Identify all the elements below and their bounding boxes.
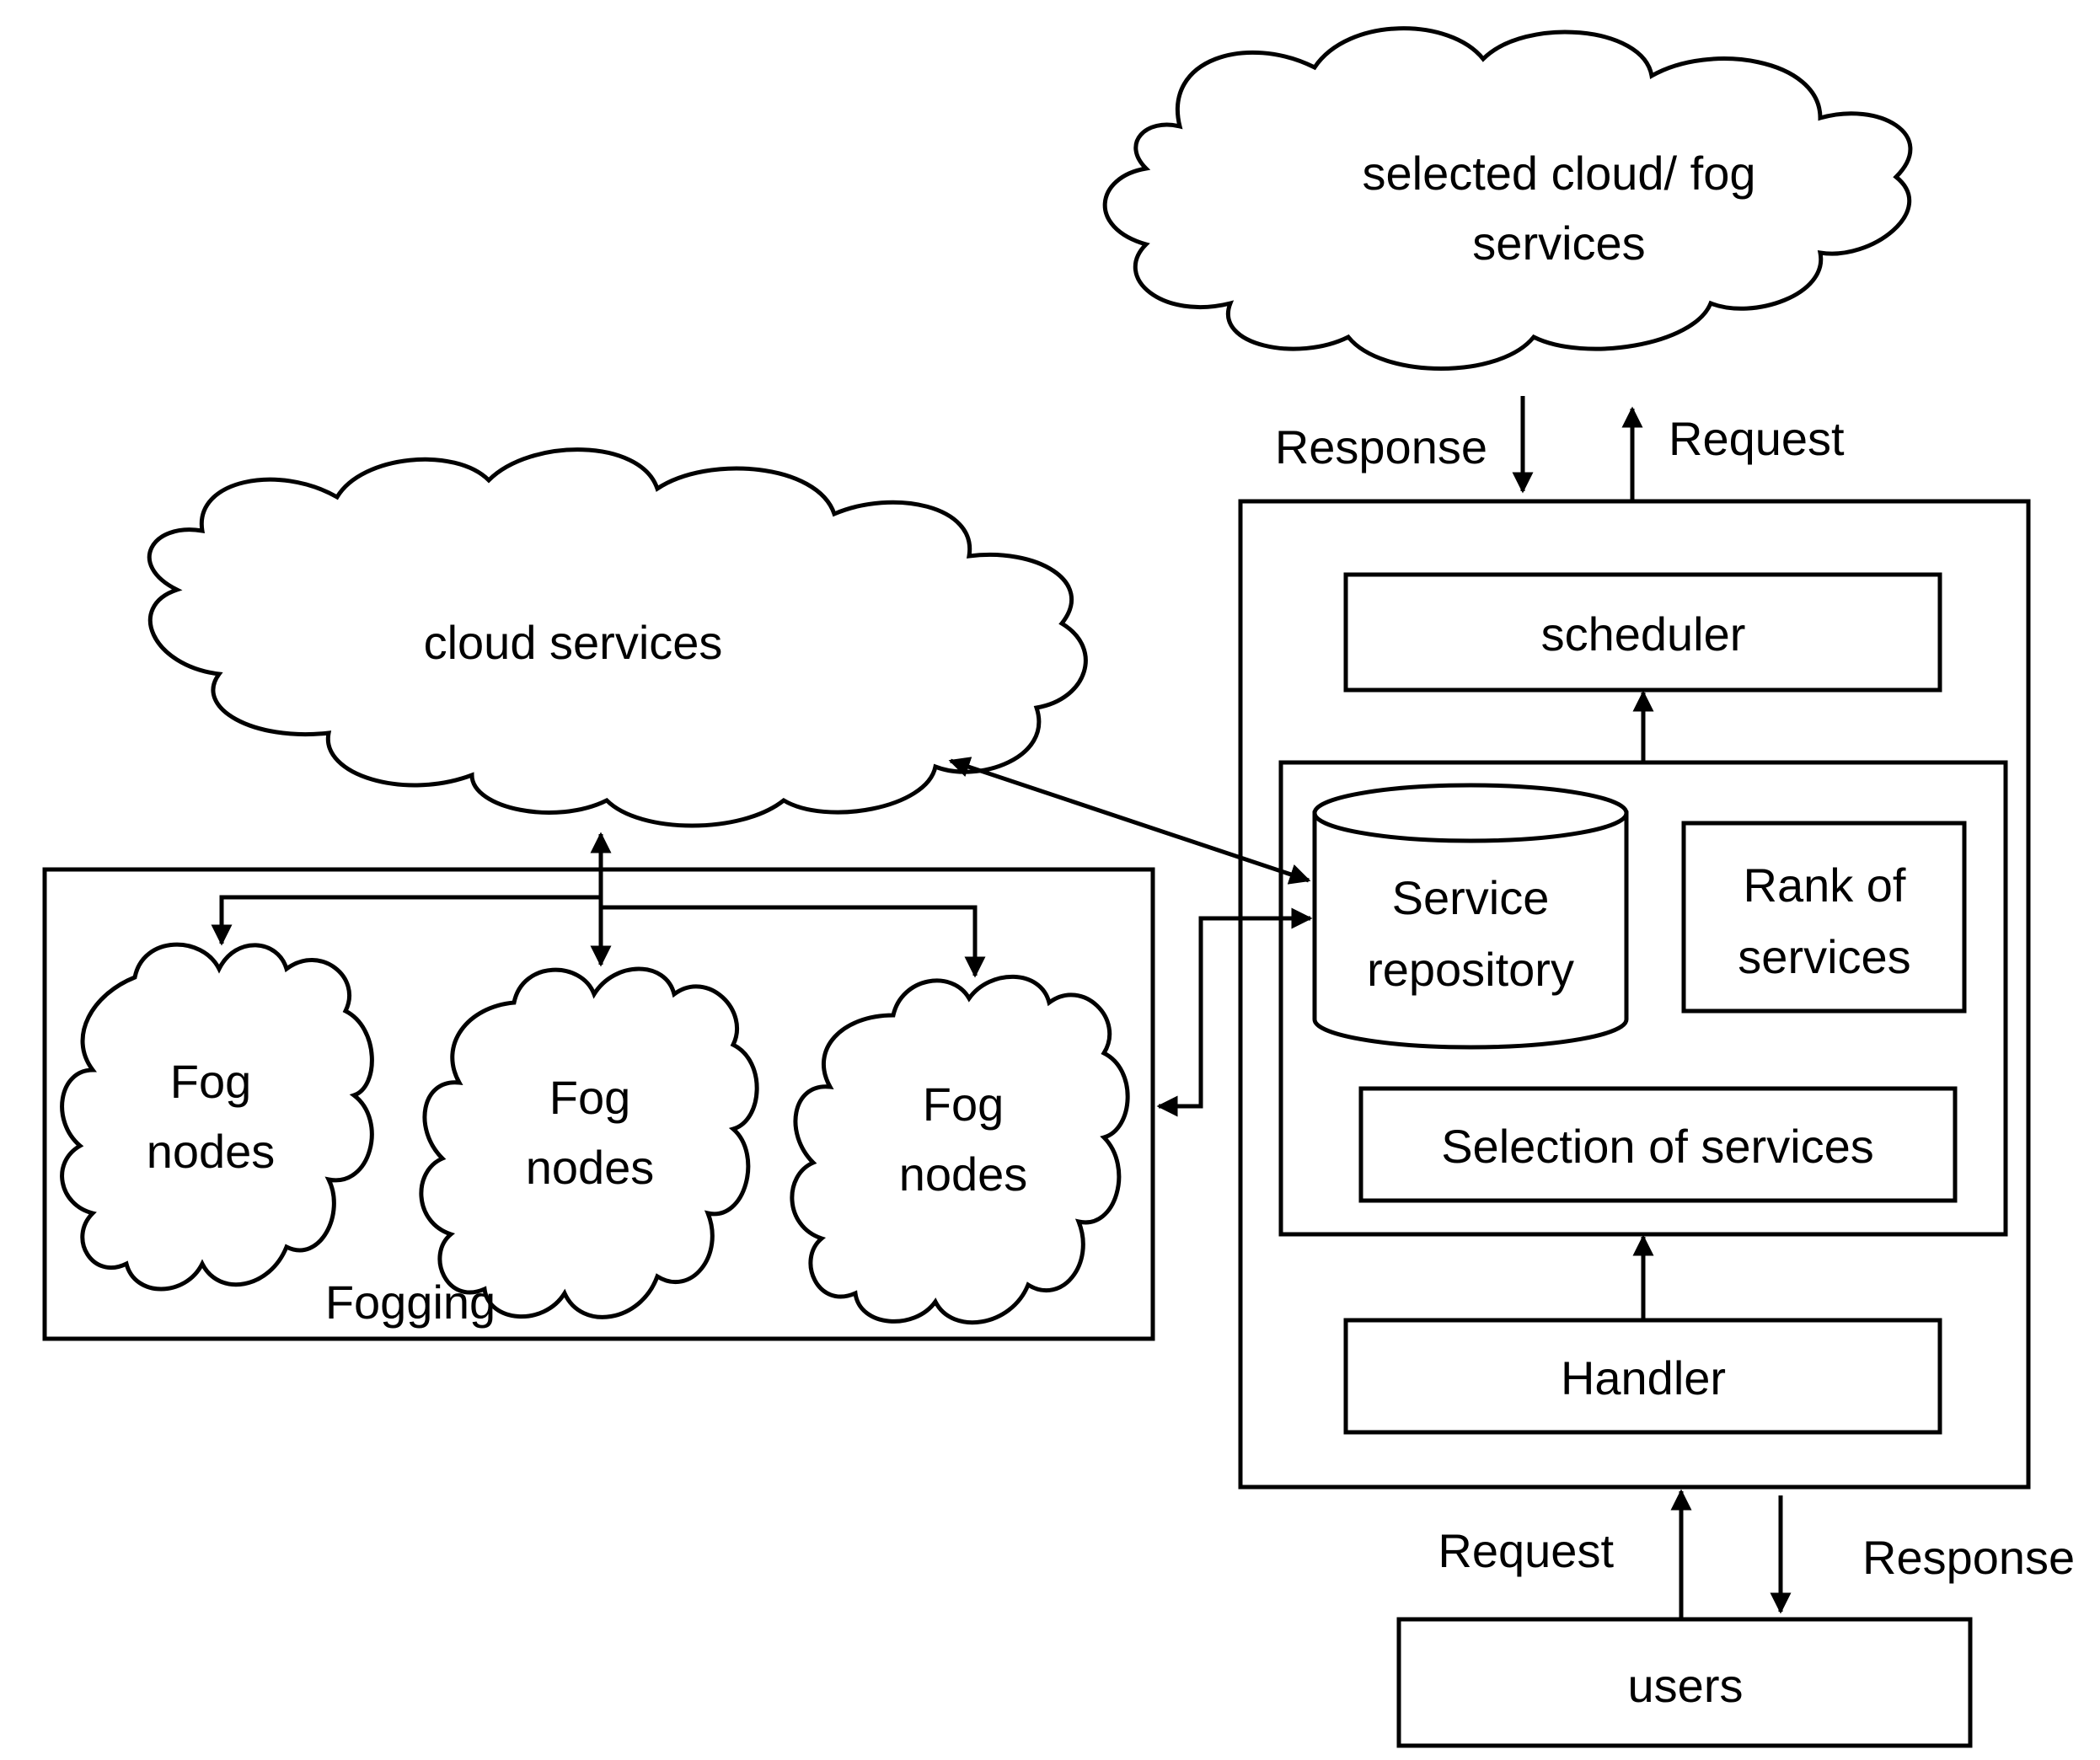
selection-label: Selection of services	[1441, 1120, 1874, 1173]
top-request-label: Request	[1669, 412, 1845, 465]
selection-of-services-box	[1358, 1086, 1958, 1203]
fog-node-2-line2: nodes	[526, 1141, 655, 1194]
rank-of-services-box	[1681, 821, 1967, 1014]
fog-node-cloud-1	[60, 942, 374, 1292]
top-links: Response Request	[1275, 396, 1845, 500]
fog-node-cloud-3	[790, 974, 1130, 1325]
bottom-request-label: Request	[1438, 1524, 1614, 1577]
users-node: users	[1396, 1617, 1973, 1748]
bottom-links: Request Response	[1438, 1489, 2075, 1620]
fog-distribution-line-2	[601, 905, 986, 978]
users-box	[1396, 1617, 1973, 1748]
repository-label-line2: repository	[1367, 943, 1574, 996]
fog-distribution-line-1	[211, 895, 601, 946]
bottom-response-label: Response	[1862, 1531, 2075, 1584]
fog-repository-link	[1156, 907, 1313, 1117]
fog-node-cloud-2	[419, 966, 759, 1319]
handler-box	[1343, 1318, 1942, 1435]
handler-label: Handler	[1561, 1351, 1726, 1404]
fog-node-1-line2: nodes	[147, 1125, 276, 1178]
selected-services-label-line2: services	[1472, 217, 1645, 270]
rank-label-line1: Rank of	[1744, 859, 1906, 912]
fog-node-1-line1: Fog	[170, 1055, 252, 1108]
cloud-repository-link	[948, 757, 1311, 885]
fog-node-2-line1: Fog	[549, 1071, 631, 1124]
cloud-services-cloud: cloud services	[147, 447, 1088, 828]
service-repository-cylinder	[1312, 783, 1629, 1050]
broker-system: scheduler Service repository Rank of ser…	[1238, 499, 2031, 1490]
cloud-services-label: cloud services	[424, 616, 723, 669]
selected-services-label-line1: selected cloud/ fog	[1363, 147, 1756, 200]
repository-label-line1: Service	[1392, 871, 1550, 924]
scheduler-box	[1343, 572, 1942, 693]
fog-node-3-line2: nodes	[899, 1147, 1028, 1201]
top-response-label: Response	[1275, 420, 1487, 473]
fogging-label: Fogging	[325, 1276, 496, 1329]
scheduler-label: scheduler	[1541, 607, 1746, 661]
fogging-region: Fog nodes Fog nodes Fog nodes Fogging	[42, 832, 1155, 1341]
fog-node-3-line1: Fog	[923, 1078, 1004, 1131]
users-label: users	[1628, 1659, 1744, 1712]
rank-label-line2: services	[1738, 930, 1910, 983]
selected-services-cloud: selected cloud/ fog services	[1102, 26, 1913, 371]
